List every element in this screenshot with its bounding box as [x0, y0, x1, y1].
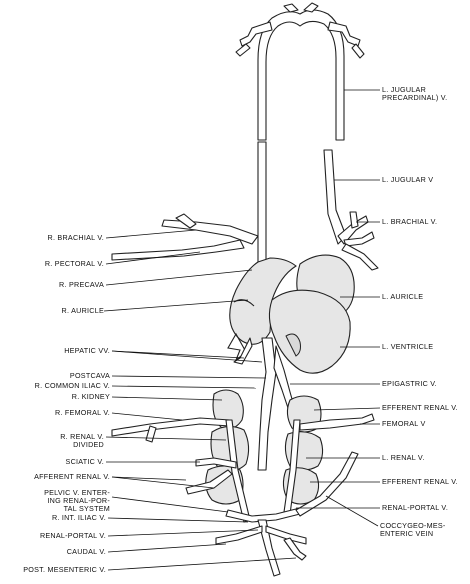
- label-r-femoral: R. FEMORAL V.: [54, 408, 110, 417]
- label-epigastric: EPIGASTRIC V.: [382, 379, 437, 388]
- label-caudal: CAUDAL V.: [66, 547, 106, 556]
- label-r-brachial: R. BRACHIAL V.: [47, 233, 104, 242]
- label-r-pectoral: R. PECTORAL V.: [44, 259, 104, 268]
- r-brachial-branch: [175, 213, 197, 229]
- label-r-kidney: R. KIDNEY: [71, 392, 110, 401]
- label-l-brachial: L. BRACHIAL V.: [382, 217, 438, 226]
- label-r-common-iliac: R. COMMON ILIAC V.: [34, 381, 110, 390]
- label-afferent-renal-left: AFFERENT RENAL V.: [34, 472, 110, 481]
- label-r-precava: R. PRECAVA: [59, 280, 104, 289]
- postcava-vessel: [257, 337, 277, 471]
- post-mesenteric-vessel: [283, 537, 307, 561]
- heart: [227, 254, 355, 374]
- label-renal-portal-left: RENAL-PORTAL V.: [39, 531, 106, 540]
- label-r-auricle: R. AURICLE: [61, 306, 104, 315]
- r-precava-vessel: [257, 141, 267, 263]
- label-sciatic: SCIATIC V.: [65, 457, 104, 466]
- label-l-jugular-precardinal: L. JUGULAR PRECARDINAL) V.: [382, 85, 448, 102]
- hepatic-veins: [233, 337, 253, 365]
- sciatic-vessel: [195, 457, 237, 469]
- afferent-renal: [185, 469, 233, 495]
- caudal-branch-1: [215, 525, 263, 545]
- label-l-renal: L. RENAL V.: [382, 453, 425, 462]
- label-l-jugular: L. JUGULAR V: [382, 175, 434, 184]
- jugular-arch: [235, 2, 365, 141]
- label-femoral: FEMORAL V: [382, 419, 426, 428]
- label-postcava: POSTCAVA: [69, 371, 110, 380]
- label-pelvic: PELVIC V. ENTER- ING RENAL-POR- TAL SYST…: [44, 488, 110, 513]
- label-r-int-iliac: R. INT. ILIAC V.: [51, 513, 106, 522]
- label-l-auricle: L. AURICLE: [382, 292, 424, 301]
- caudal-branch-2: [265, 525, 307, 545]
- label-l-ventricle: L. VENTRICLE: [382, 342, 434, 351]
- r-pectoral-vessel: [111, 239, 245, 261]
- caudal-vessel: [257, 519, 281, 577]
- label-efferent-renal-1: EFFERENT RENAL V.: [382, 403, 458, 412]
- label-r-renal-divided: R. RENAL V. DIVIDED: [60, 432, 104, 449]
- l-brachial-branch-2: [341, 243, 379, 271]
- l-brachial-branch-3: [349, 211, 359, 229]
- label-renal-portal-right: RENAL-PORTAL V.: [382, 503, 449, 512]
- label-hepatic: HEPATIC VV.: [64, 346, 110, 355]
- label-post-mesenteric: POST. MESENTERIC V.: [23, 565, 106, 574]
- label-efferent-renal-2: EFFERENT RENAL V.: [382, 477, 458, 486]
- r-brachial-vessel: [161, 219, 259, 245]
- label-coccygeo-mesenteric: COCCYGEO-MES- ENTERIC VEIN: [380, 521, 446, 538]
- femoral-vessel: [299, 413, 375, 431]
- leader-lines: [103, 89, 381, 571]
- l-jugular-vessel: [323, 149, 347, 245]
